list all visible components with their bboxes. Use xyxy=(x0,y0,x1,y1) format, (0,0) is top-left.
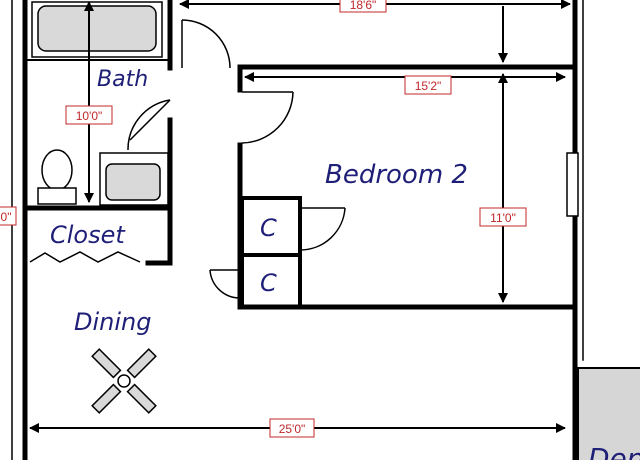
svg-text:25'0": 25'0" xyxy=(279,422,306,436)
svg-text:18'6": 18'6" xyxy=(350,0,377,12)
sink-vanity xyxy=(99,152,169,206)
dim-top-width: 18'6" xyxy=(339,0,387,13)
dining-label: Dining xyxy=(74,308,151,336)
closet-c1-label: C xyxy=(260,214,277,242)
walls xyxy=(11,0,584,460)
svg-text:10'0": 10'0" xyxy=(76,109,103,123)
dim-bedroom-width: 15'2" xyxy=(404,75,452,95)
dim-bedroom-height: 11'0" xyxy=(479,207,527,227)
svg-text:11'0": 11'0" xyxy=(490,211,516,225)
window xyxy=(566,152,579,217)
dim-bath-height: 10'0" xyxy=(65,105,113,125)
bath-label: Bath xyxy=(97,67,148,92)
bedroom-label: Bedroom 2 xyxy=(325,160,468,190)
closet-c2-label: C xyxy=(260,269,277,297)
den-label: Den xyxy=(588,442,640,460)
closet-label: Closet xyxy=(50,221,126,249)
ceiling-fan-icon xyxy=(91,348,157,414)
doors xyxy=(29,19,346,299)
dim-left-edge: 0" xyxy=(0,206,17,226)
svg-text:15'2": 15'2" xyxy=(415,79,442,93)
den-room: Den xyxy=(577,367,640,460)
toilet xyxy=(37,149,77,205)
svg-text:0": 0" xyxy=(1,210,12,224)
bathtub xyxy=(31,1,163,58)
dim-dining-width: 25'0" xyxy=(269,418,315,438)
